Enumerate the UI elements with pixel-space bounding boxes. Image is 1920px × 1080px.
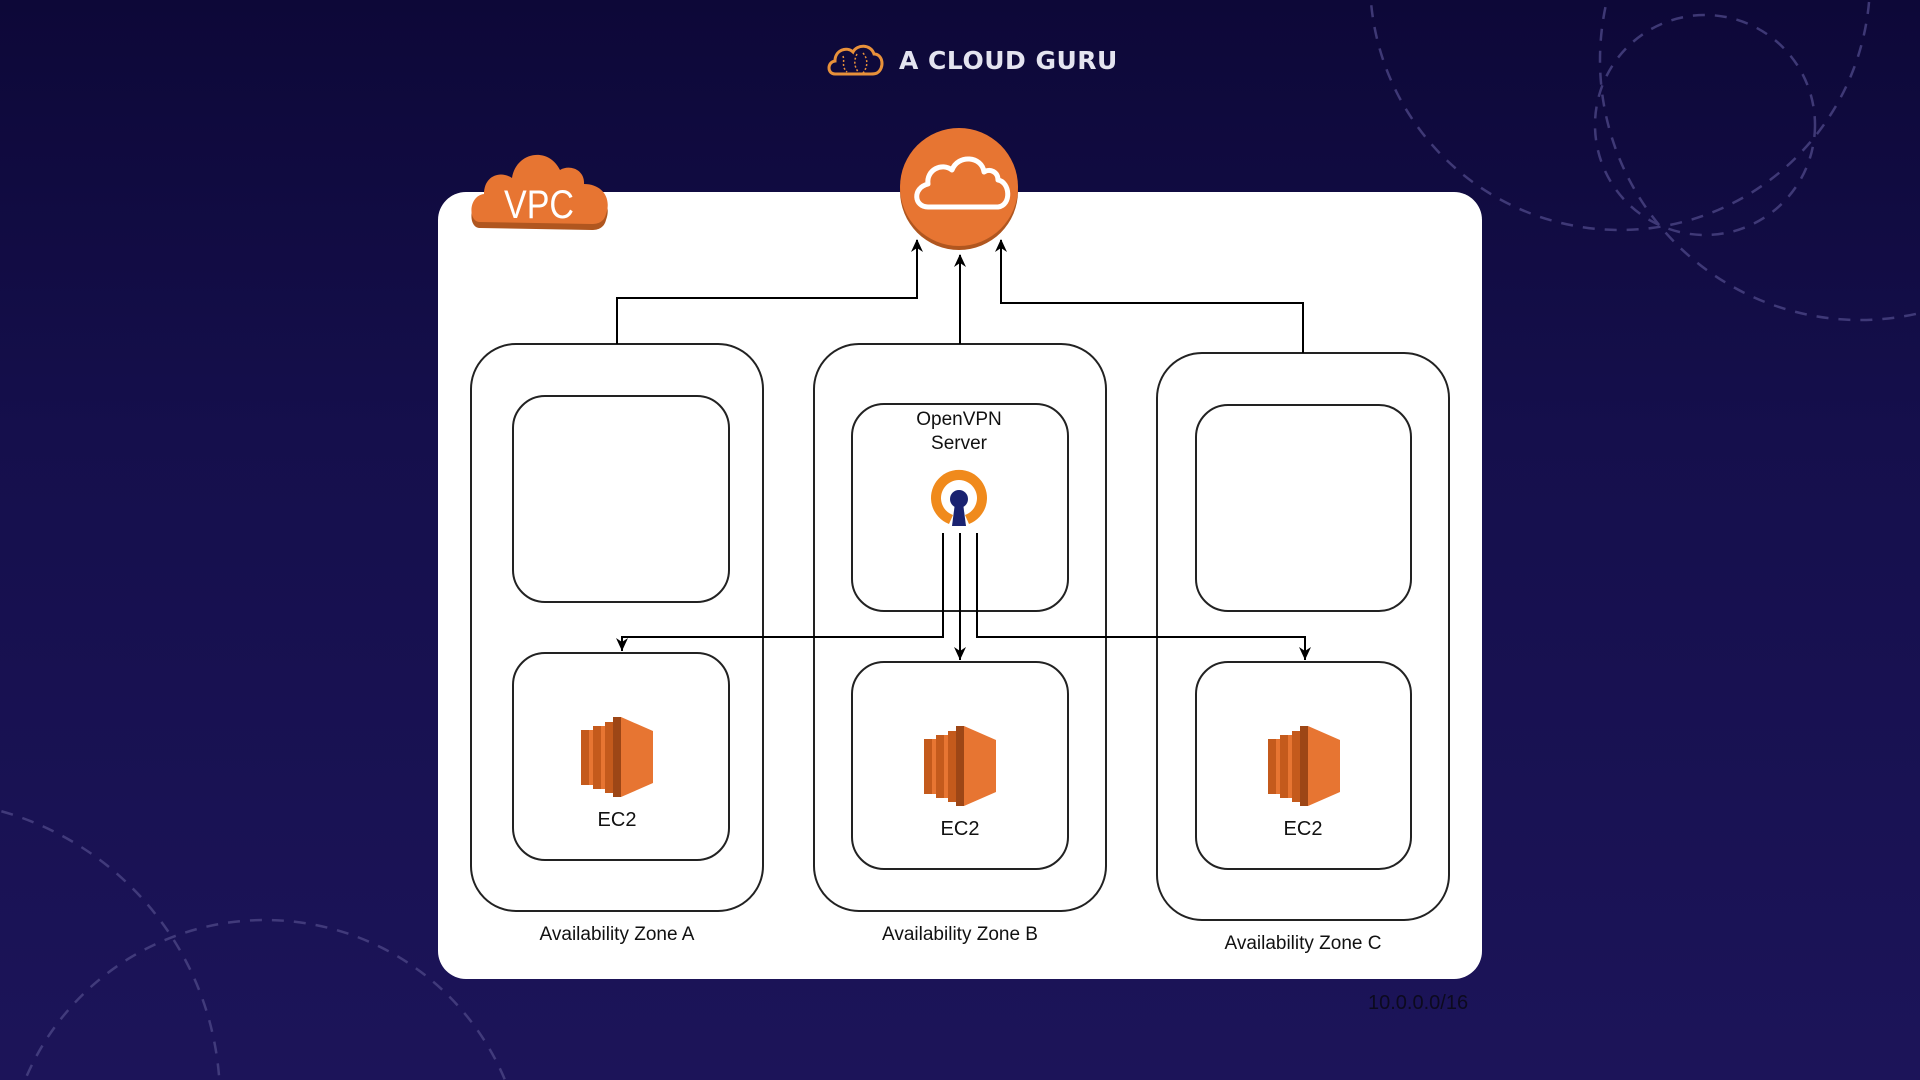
ec2-icon [581,717,653,797]
openvpn-label-line1: OpenVPN [916,409,1002,430]
ec2-c-box [1195,661,1412,870]
subnet-a-top-box [512,395,730,603]
ec2-icon [924,726,996,806]
subnet-c-top-box [1195,404,1412,612]
vpc-cidr-label: 10.0.0.0/16 [1368,992,1469,1014]
ec2-b-box [851,661,1069,870]
openvpn-icon [931,469,987,526]
brand-name: A CLOUD GURU [899,45,1118,75]
availability-zone-b-label: Availability Zone B [882,924,1038,945]
connector-vpn-to-ec2-c [976,533,1311,660]
vpc-label: VPC [504,183,574,227]
availability-zone-c-label: Availability Zone C [1224,933,1382,954]
ec2-c-label: EC2 [1283,818,1323,840]
ec2-icon [1268,726,1340,806]
vpc-cloud-icon: VPC [471,154,608,230]
connector-az-c-to-igw [995,239,1304,353]
ec2-a-box [512,652,730,861]
availability-zone-a-label: Availability Zone A [539,924,695,945]
openvpn-label-line2: Server [931,433,987,454]
cloud-logo-icon [827,44,884,76]
connector-az-a-to-igw [616,239,923,344]
ec2-a-label: EC2 [597,809,637,831]
brand-logo: A CLOUD GURU [825,38,1118,82]
internet-gateway-cloud-icon[interactable] [900,128,1018,250]
ec2-b-label: EC2 [940,818,980,840]
connector-vpn-to-ec2-a [616,533,944,651]
